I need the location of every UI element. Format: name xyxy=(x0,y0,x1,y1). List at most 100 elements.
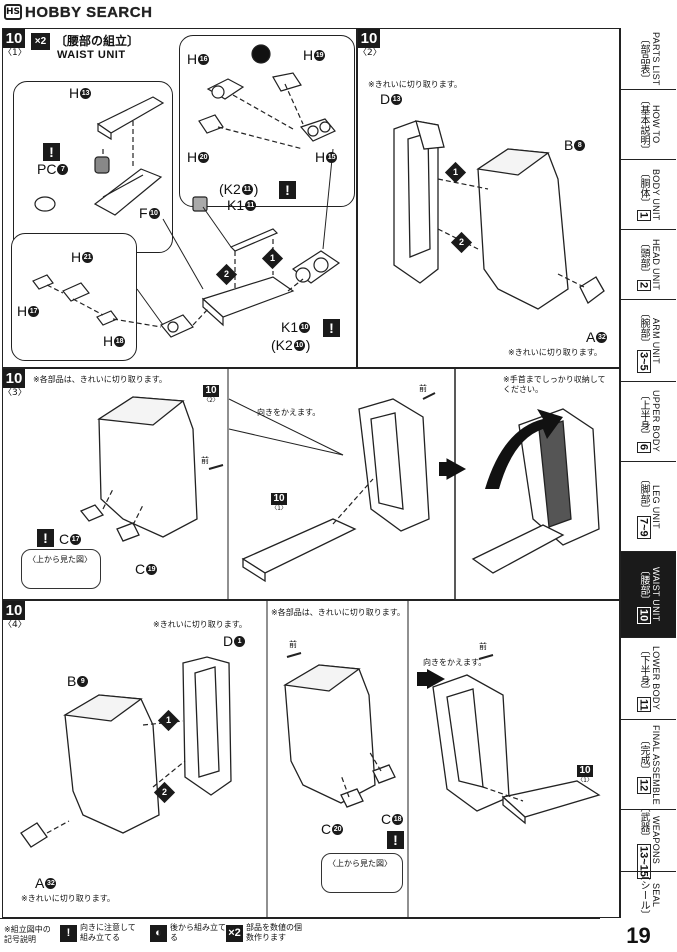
part-letter: C xyxy=(381,811,392,827)
step-10-1-panel: 10 〈1〉 ×2 〔腰部の組立〕 WAIST UNIT xyxy=(2,28,357,368)
sidebar-item-lower-body[interactable]: 〔下半身〕11 LOWER BODY xyxy=(621,638,676,720)
ref-sub: 〈1〉 xyxy=(271,505,287,512)
sidebar-item-num: 1 xyxy=(636,210,651,221)
sidebar-item-en: SEAL xyxy=(651,882,661,908)
sidebar-item-final-assemble[interactable]: 〔完成〕12 FINAL ASSEMBLE xyxy=(621,720,676,810)
sidebar-item-jp: 〔腕部〕 xyxy=(638,308,649,349)
step-arrow-2: 2 xyxy=(153,781,176,804)
sidebar-item-waist-unit[interactable]: 〔腰部〕10 WAIST UNIT xyxy=(621,552,676,638)
part-letter: D xyxy=(380,91,391,107)
cut-note: ※各部品は、きれいに切り取ります。 xyxy=(33,375,167,384)
part-letter: H xyxy=(187,51,198,67)
sidebar-item-parts-list[interactable]: 〔部品表〕 PARTS LIST xyxy=(621,28,676,90)
step-tag: 10 〈1〉 xyxy=(3,29,27,59)
legend-title: ※組立図中の記号説明 xyxy=(4,925,51,944)
step-arrow-1: 1 xyxy=(444,161,467,184)
sidebar-item-num: 13~15 xyxy=(636,844,651,879)
legend-text: 向きに注意して組み立てる xyxy=(80,923,136,942)
step-number: 10 xyxy=(3,29,25,48)
turn-note: 向きをかえます。 xyxy=(423,658,487,667)
sidebar-item-jp: 〔基本説明〕 xyxy=(638,94,649,155)
step-arrow-1: 1 xyxy=(157,709,180,732)
part-letter: H xyxy=(103,333,114,349)
step-arrow-1: 1 xyxy=(261,247,284,270)
step-10-3-panel: 10 〈3〉 ※各部品は、きれいに切り取ります。 xyxy=(2,368,620,600)
legend-text: 部品を数値の個数作ります xyxy=(246,923,302,942)
cut-note: ※きれいに切り取ります。 xyxy=(368,80,462,89)
step-number: 10 xyxy=(358,29,380,48)
sidebar-item-jp: 〔武器〕 xyxy=(638,802,649,843)
part-number: 9 xyxy=(77,675,89,687)
step-10-4-panel: 10 〈4〉 ※きれいに切り取ります。 ※各部品は、きれいに切り取ります。 xyxy=(2,600,620,918)
half-circle-icon: ◐ xyxy=(150,924,167,942)
sidebar-item-leg-unit[interactable]: 〔脚部〕7~9 LEG UNIT xyxy=(621,462,676,552)
sidebar-item-num: 12 xyxy=(636,777,651,794)
step-title-en: WAIST UNIT xyxy=(57,49,126,61)
part-letter: H xyxy=(69,85,80,101)
sidebar-item-head-unit[interactable]: 〔頭部〕2 HEAD UNIT xyxy=(621,230,676,300)
step-sub: 〈3〉 xyxy=(3,388,27,398)
step-ref-10-1: 10 〈1〉 xyxy=(271,493,287,512)
step-number: 10 xyxy=(3,369,25,388)
sidebar-item-upper-body[interactable]: 〔上半身〕6 UPPER BODY xyxy=(621,382,676,462)
part-letter: PC xyxy=(37,161,57,177)
part-letter: H xyxy=(71,249,82,265)
part-close: ) xyxy=(253,181,259,197)
sidebar-item-seal[interactable]: 〔シール〕 SEAL xyxy=(621,870,676,920)
legend-text: 後から組み立てる xyxy=(170,923,226,942)
sidebar-item-arm-unit[interactable]: 〔腕部〕3~5 ARM UNIT xyxy=(621,300,676,382)
part-number: 7 xyxy=(57,163,69,175)
sidebar-item-jp: 〔下半身〕 xyxy=(638,644,649,695)
sidebar-item-jp: 〔シール〕 xyxy=(638,870,649,920)
part-letter: (K2 xyxy=(271,337,293,353)
part-letter: K1 xyxy=(227,197,245,213)
part-letter: C xyxy=(135,561,146,577)
warning-icon: ! xyxy=(43,143,60,161)
part-number: 18 xyxy=(114,335,126,347)
sidebar-item-how-to[interactable]: 〔基本説明〕 HOW TO xyxy=(621,90,676,160)
part-letter: H xyxy=(303,47,314,63)
sidebar-item-body-unit[interactable]: 〔胴体〕1 BODY UNIT xyxy=(621,160,676,230)
part-number: 21 xyxy=(82,251,94,263)
turn-note: 向きをかえます。 xyxy=(257,408,321,417)
sidebar-item-en: WAIST UNIT xyxy=(651,567,661,622)
part-number: 8 xyxy=(574,139,586,151)
sidebar-item-num: 6 xyxy=(636,442,651,453)
step-tag: 10 〈3〉 xyxy=(3,369,27,399)
wrist-note: ※手首までしっかり収納してください。 xyxy=(503,375,613,395)
step-10-3-drawing xyxy=(79,369,600,599)
sidebar-item-weapons[interactable]: 〔武器〕13~15 WEAPONS xyxy=(621,802,676,879)
legend-item-warning: ! 向きに注意して組み立てる xyxy=(60,923,142,943)
part-letter: A xyxy=(586,329,596,345)
front-label: 前 xyxy=(289,640,297,649)
part-letter: C xyxy=(59,531,70,547)
sidebar-item-en: WEAPONS xyxy=(651,816,661,865)
ref-number: 10 xyxy=(271,493,287,505)
sidebar-item-jp: 〔頭部〕 xyxy=(638,238,649,279)
sidebar-item-jp: 〔完成〕 xyxy=(638,735,649,776)
part-number: 13 xyxy=(391,93,403,105)
part-letter: K1 xyxy=(281,319,299,335)
step-title-jp: 〔腰部の組立〕 xyxy=(55,34,140,48)
part-number: 11 xyxy=(245,199,257,211)
page-number: 19 xyxy=(626,923,651,948)
step-ref-10-1: 10 〈1〉 xyxy=(577,765,593,784)
part-number: 19 xyxy=(146,563,158,575)
sidebar-item-en: FINAL ASSEMBLE xyxy=(651,724,661,805)
part-number: 1 xyxy=(234,635,246,647)
sidebar-item-en: HEAD UNIT xyxy=(651,238,661,291)
sidebar-item-num: 2 xyxy=(636,280,651,291)
